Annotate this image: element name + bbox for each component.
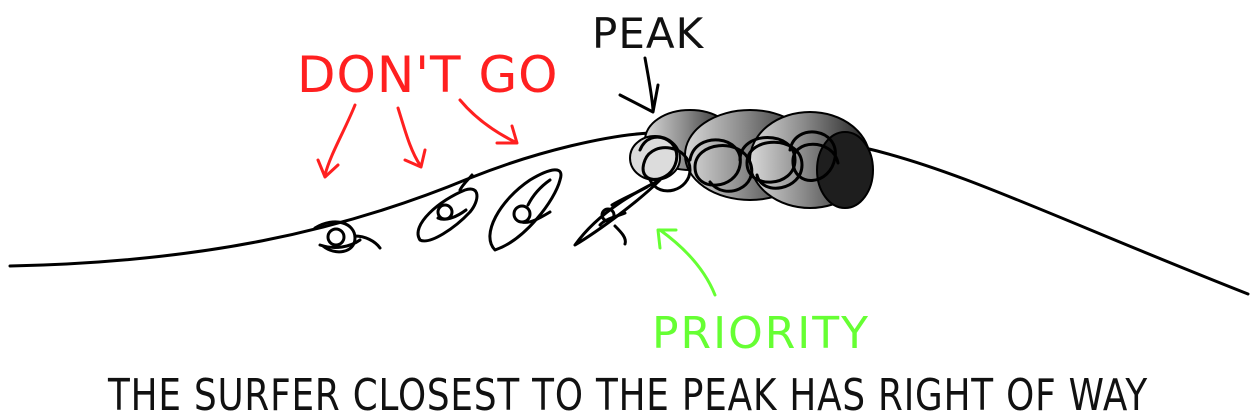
priority-label: PRIORITY	[652, 308, 870, 359]
peak-arrow	[645, 58, 653, 110]
dont-go-arrow-3	[460, 100, 515, 142]
peak-label: PEAK	[592, 9, 705, 58]
surfer-3	[490, 170, 561, 250]
caption: THE SURFER CLOSEST TO THE PEAK HAS RIGHT…	[107, 370, 1148, 419]
surfer-priority	[575, 180, 660, 245]
wave-line	[10, 132, 1248, 294]
priority-arrow	[660, 230, 715, 295]
dont-go-arrow-2	[398, 108, 420, 165]
wave-curl	[630, 110, 873, 208]
dont-go-label: DON'T GO	[297, 46, 559, 104]
dont-go-arrow-1	[325, 105, 355, 175]
surfer-2	[418, 175, 477, 241]
